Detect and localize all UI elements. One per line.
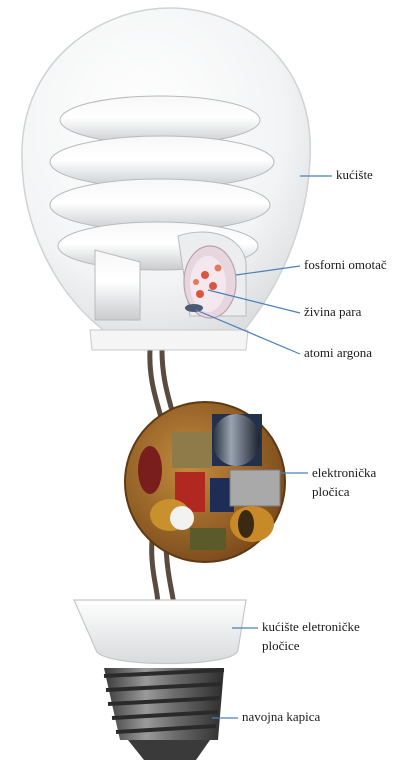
label-circuit-board-line1: elektronička — [312, 465, 376, 481]
label-board-housing-line1: kućište eletroničke — [262, 619, 360, 635]
argon-atom — [215, 265, 222, 272]
argon-atom — [209, 282, 217, 290]
label-phosphor-coating: fosforni omotač — [304, 257, 387, 273]
argon-atom — [193, 279, 199, 285]
label-mercury-vapor: živina para — [304, 304, 361, 320]
label-circuit-board-line2: pločica — [312, 484, 350, 500]
board-housing — [74, 600, 246, 664]
label-screw-cap: navojna kapica — [242, 709, 320, 725]
argon-atom — [201, 271, 209, 279]
screw-cap — [104, 668, 224, 760]
argon-atom — [196, 290, 204, 298]
label-housing: kućište — [336, 167, 373, 183]
tube-cutaway — [184, 246, 236, 318]
label-board-housing-line2: pločice — [262, 638, 300, 654]
circuit-board — [125, 402, 285, 562]
label-argon-atoms: atomi argona — [304, 345, 372, 361]
tube-base — [90, 330, 248, 350]
